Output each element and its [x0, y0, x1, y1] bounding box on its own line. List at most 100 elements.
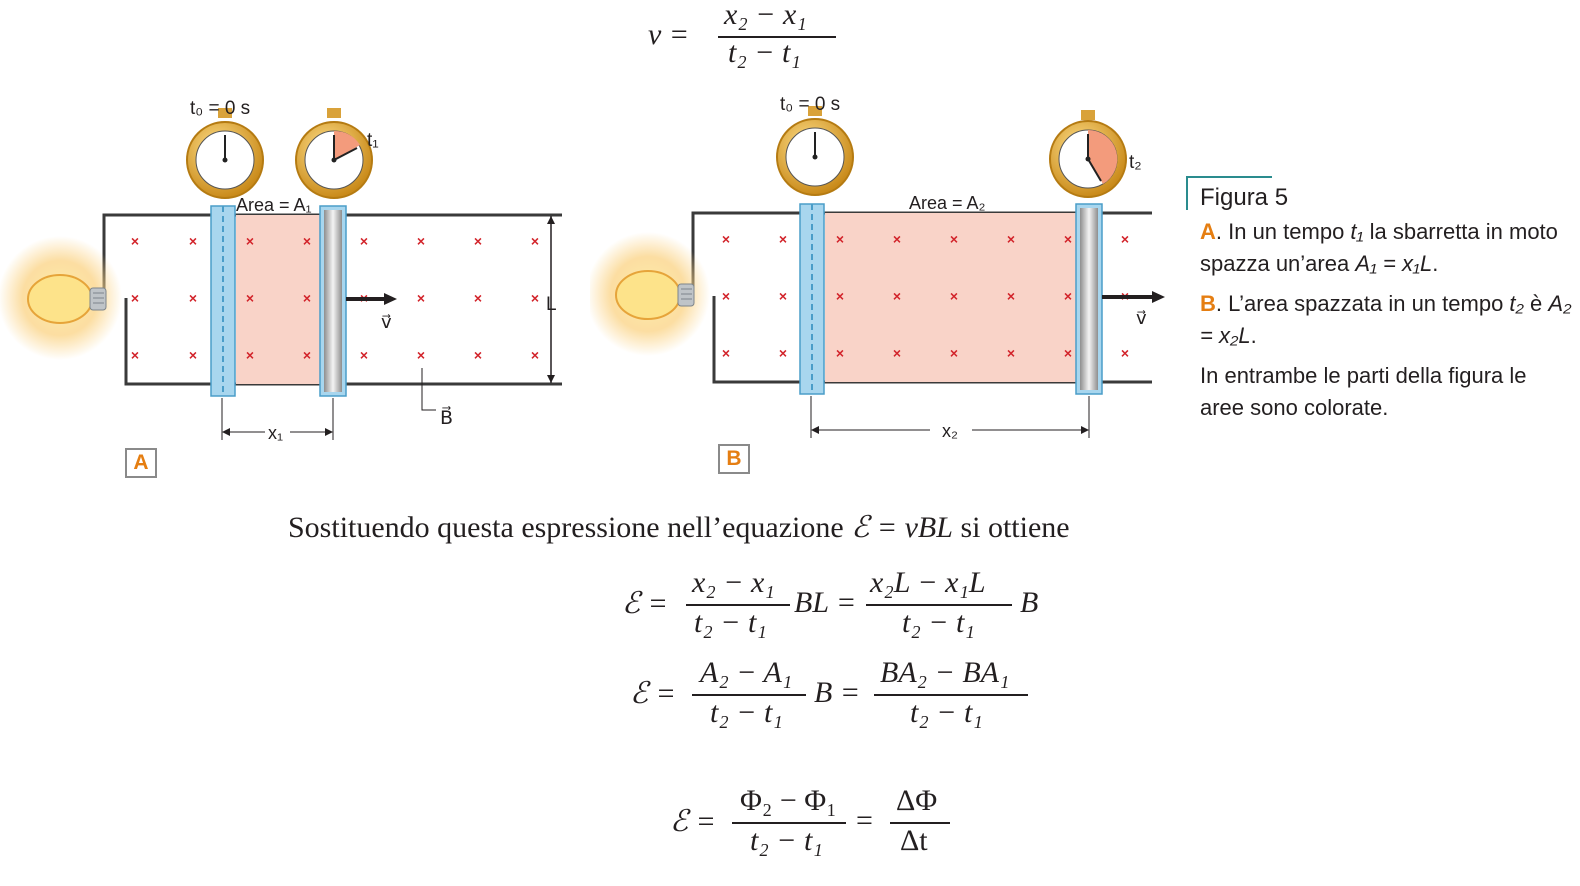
svg-text:×: ×	[360, 347, 368, 363]
t1-label: t₁	[367, 130, 379, 151]
svg-text:×: ×	[474, 233, 482, 249]
svg-text:×: ×	[531, 347, 539, 363]
x1-label: x₁	[268, 423, 283, 443]
eq2-f1-den: t₂ − t₁	[710, 696, 783, 729]
eq2-f1-bar	[692, 694, 806, 696]
caption-a-tag: A	[1200, 219, 1216, 244]
caption-note: In entrambe le parti della figura le are…	[1200, 363, 1527, 420]
figure-a: ×××××××× ×××××××× ××××××××	[0, 88, 580, 488]
eq1-f2-bar	[866, 604, 1012, 606]
eq1-f1-bar	[686, 604, 790, 606]
svg-text:×: ×	[836, 288, 844, 304]
svg-text:×: ×	[950, 288, 958, 304]
svg-text:×: ×	[417, 233, 425, 249]
svg-text:×: ×	[189, 233, 197, 249]
caption-b: B. L’area spazzata in un tempo t₂ è A₂ =…	[1186, 288, 1572, 352]
svg-text:×: ×	[722, 231, 730, 247]
svg-text:×: ×	[950, 345, 958, 361]
eq3-f2-num: ΔΦ	[896, 784, 938, 817]
svg-text:×: ×	[893, 231, 901, 247]
svg-text:×: ×	[474, 290, 482, 306]
svg-text:×: ×	[360, 233, 368, 249]
figure-caption: Figura 5 A. In un tempo t₁ la sbarretta …	[1186, 176, 1572, 432]
svg-text:×: ×	[531, 290, 539, 306]
eq2-mid: B =	[814, 676, 861, 709]
stopwatch-t0-icon-b	[776, 106, 854, 196]
svg-text:×: ×	[836, 345, 844, 361]
t0-label-b: t₀ = 0 s	[780, 94, 840, 115]
svg-text:×: ×	[131, 290, 139, 306]
t0-label: t₀ = 0 s	[190, 98, 250, 119]
svg-text:×: ×	[303, 233, 311, 249]
svg-text:×: ×	[417, 290, 425, 306]
eq2-lhs: ℰ =	[630, 677, 676, 710]
sentence-text-2: si ottiene	[952, 511, 1070, 544]
svg-text:×: ×	[950, 231, 958, 247]
eq1-mid: BL =	[794, 586, 857, 619]
caption-b-expr: A₂ = x₂L	[1200, 291, 1572, 348]
svg-text:×: ×	[893, 288, 901, 304]
caption-a-expr: A₁ = x₁L	[1355, 251, 1433, 276]
caption-a-end: .	[1432, 251, 1439, 276]
svg-text:×: ×	[303, 347, 311, 363]
caption-rule-vertical	[1186, 176, 1188, 210]
svg-text:×: ×	[1064, 288, 1072, 304]
figure-a-tag: A	[125, 448, 157, 478]
svg-text:×: ×	[474, 347, 482, 363]
eq1-f1-den: t₂ − t₁	[694, 606, 767, 639]
figure-b-tag: B	[718, 444, 750, 474]
sentence-equation: ℰ = vBL	[851, 511, 953, 544]
eq3-f1-num: Φ₂ − Φ₁	[740, 784, 837, 817]
figure-b: ×××××××× ×××××××× ××××××××	[586, 86, 1170, 486]
light-bulb-icon-b	[615, 270, 681, 320]
stopwatch-t0-icon	[186, 108, 264, 199]
svg-text:×: ×	[189, 347, 197, 363]
eq2-f2-num: BA₂ − BA₁	[880, 656, 1010, 689]
caption-b-t2: t₂	[1509, 291, 1524, 316]
equation-1: ℰ = x₂ − x₁ t₂ − t₁ BL = x₂L − x₁L t₂ − …	[622, 566, 1062, 642]
eq2-f1-num: A₂ − A₁	[700, 656, 793, 689]
figure-b-diagram: ×××××××× ×××××××× ××××××××	[586, 94, 1165, 441]
svg-text:×: ×	[893, 345, 901, 361]
swept-area-a2	[825, 213, 1076, 382]
eq3-f1-den: t₂ − t₁	[750, 824, 823, 857]
stopwatch-t1-icon	[295, 108, 373, 199]
eq3-f2-bar	[890, 822, 950, 824]
caption-title: Figura 5	[1200, 184, 1289, 211]
caption-a-text-2: la sbarretta in moto spazza un’area	[1200, 219, 1558, 276]
eq1-f2-den: t₂ − t₁	[902, 606, 975, 639]
field-b-label: B⃗	[440, 406, 453, 429]
caption-b-text-2: è	[1523, 291, 1549, 316]
svg-text:×: ×	[1121, 231, 1129, 247]
figure-a-tag-letter: A	[133, 451, 149, 474]
caption-a: A. In un tempo t₁ la sbarretta in moto s…	[1186, 216, 1572, 280]
caption-a-t1: t₁	[1350, 219, 1364, 244]
area-a2-label: Area = A₂	[909, 193, 986, 213]
formula-numerator: x₂ − x₁	[724, 0, 807, 31]
svg-text:×: ×	[131, 233, 139, 249]
svg-text:×: ×	[1007, 231, 1015, 247]
svg-text:×: ×	[1007, 345, 1015, 361]
eq1-f2-num: x₂L − x₁L	[870, 566, 986, 599]
stopwatch-t2-icon	[1049, 110, 1127, 198]
eq2-f2-bar	[874, 694, 1028, 696]
svg-text:×: ×	[246, 233, 254, 249]
svg-text:×: ×	[246, 347, 254, 363]
equation-2: ℰ = A₂ − A₁ t₂ − t₁ B = BA₂ − BA₁ t₂ − t…	[630, 656, 1050, 732]
svg-text:×: ×	[531, 233, 539, 249]
eq3-mid: =	[856, 804, 873, 837]
velocity-label: v⃗	[381, 312, 392, 332]
eq1-lhs: ℰ =	[622, 587, 668, 620]
formula-lhs: v =	[648, 18, 690, 51]
fraction-bar	[718, 36, 836, 38]
x2-label: x₂	[942, 421, 958, 441]
velocity-label-b: v⃗	[1136, 308, 1147, 328]
svg-text:×: ×	[1064, 231, 1072, 247]
svg-text:×: ×	[836, 231, 844, 247]
sentence-text-1: Sostituendo questa espressione nell’equa…	[288, 511, 852, 544]
area-a1-label: Area = A₁	[236, 195, 312, 215]
top-velocity-formula: v = x₂ − x₁ t₂ − t₁	[648, 0, 848, 72]
body-sentence: Sostituendo questa espressione nell’equa…	[288, 510, 1070, 545]
caption-b-end: .	[1250, 323, 1257, 348]
swept-area-a1	[236, 215, 320, 384]
